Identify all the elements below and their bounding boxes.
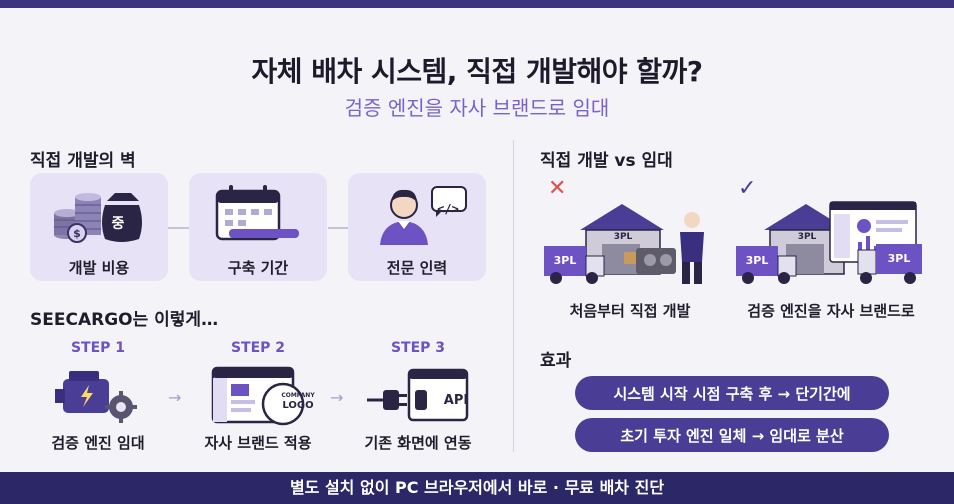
company-logo-icon: COMPANY LOGO bbox=[198, 362, 318, 428]
barrier-label: 구축 기간 bbox=[227, 259, 289, 277]
money-bag-glyph: 중 bbox=[111, 216, 125, 232]
api-plug-icon: API bbox=[358, 362, 478, 428]
building-label: 3PL bbox=[797, 232, 817, 242]
seecargo-title: SEECARGO는 이렇게… bbox=[30, 310, 219, 330]
barriers-title: 직접 개발의 벽 bbox=[30, 151, 136, 171]
money-bag-icon: $ 중 bbox=[30, 183, 168, 245]
top-accent-bar bbox=[0, 0, 954, 8]
compare-caption-rental: 검증 엔진을 자사 브랜드로 bbox=[747, 302, 915, 320]
calendar-icon bbox=[189, 183, 327, 245]
step-arrow-icon: → bbox=[168, 388, 182, 407]
api-label: API bbox=[443, 393, 469, 408]
direct-dev-illustration: 3PL 3PL bbox=[540, 190, 720, 290]
page-title: 자체 배차 시스템, 직접 개발해야 할까? bbox=[251, 55, 703, 88]
step-text: 기존 화면에 연동 bbox=[364, 434, 472, 452]
step-label: STEP 3 bbox=[390, 340, 446, 356]
step-text: 자사 브랜드 적용 bbox=[204, 434, 312, 452]
card-connector bbox=[328, 227, 350, 229]
svg-text:$: $ bbox=[73, 227, 81, 240]
effect-pill: 초기 투자 엔진 일체 → 임대로 분산 bbox=[575, 418, 889, 452]
step-text: 검증 엔진 임대 bbox=[51, 434, 145, 452]
effects-title: 효과 bbox=[540, 351, 572, 371]
step-label: STEP 1 bbox=[70, 340, 126, 356]
effect-pill: 시스템 시작 시점 구축 후 → 단기간에 bbox=[575, 376, 889, 410]
code-glyph: </> bbox=[437, 202, 459, 216]
footer-banner: 별도 설치 없이 PC 브라우저에서 바로 · 무료 배차 진단 bbox=[0, 472, 954, 504]
rental-illustration: 3PL 3PL 3PL bbox=[736, 190, 926, 290]
truck-label: 3PL bbox=[887, 252, 911, 265]
step-label: STEP 2 bbox=[230, 340, 286, 356]
check-icon: ✓ bbox=[738, 176, 757, 201]
logo-line-2: LOGO bbox=[282, 400, 314, 411]
truck-label: 3PL bbox=[745, 254, 769, 267]
section-divider bbox=[513, 140, 514, 452]
barrier-card-period: 구축 기간 bbox=[189, 173, 327, 281]
page-subtitle: 검증 엔진을 자사 브랜드로 임대 bbox=[344, 96, 610, 120]
logo-line-1: COMPANY bbox=[281, 392, 315, 399]
truck-label: 3PL bbox=[553, 254, 577, 267]
barrier-card-cost: $ 중 개발 비용 bbox=[30, 173, 168, 281]
barrier-label: 개발 비용 bbox=[68, 259, 130, 277]
building-label: 3PL bbox=[613, 232, 633, 242]
developer-icon: </> bbox=[348, 183, 486, 245]
cross-icon: ✕ bbox=[548, 176, 567, 201]
compare-caption-direct: 처음부터 직접 개발 bbox=[569, 302, 691, 320]
step-arrow-icon: → bbox=[330, 388, 344, 407]
compare-title: 직접 개발 vs 임대 bbox=[540, 151, 673, 171]
barrier-card-talent: </> 전문 인력 bbox=[348, 173, 486, 281]
card-connector bbox=[168, 227, 190, 229]
barrier-label: 전문 인력 bbox=[386, 259, 448, 277]
engine-gear-icon bbox=[38, 362, 158, 428]
